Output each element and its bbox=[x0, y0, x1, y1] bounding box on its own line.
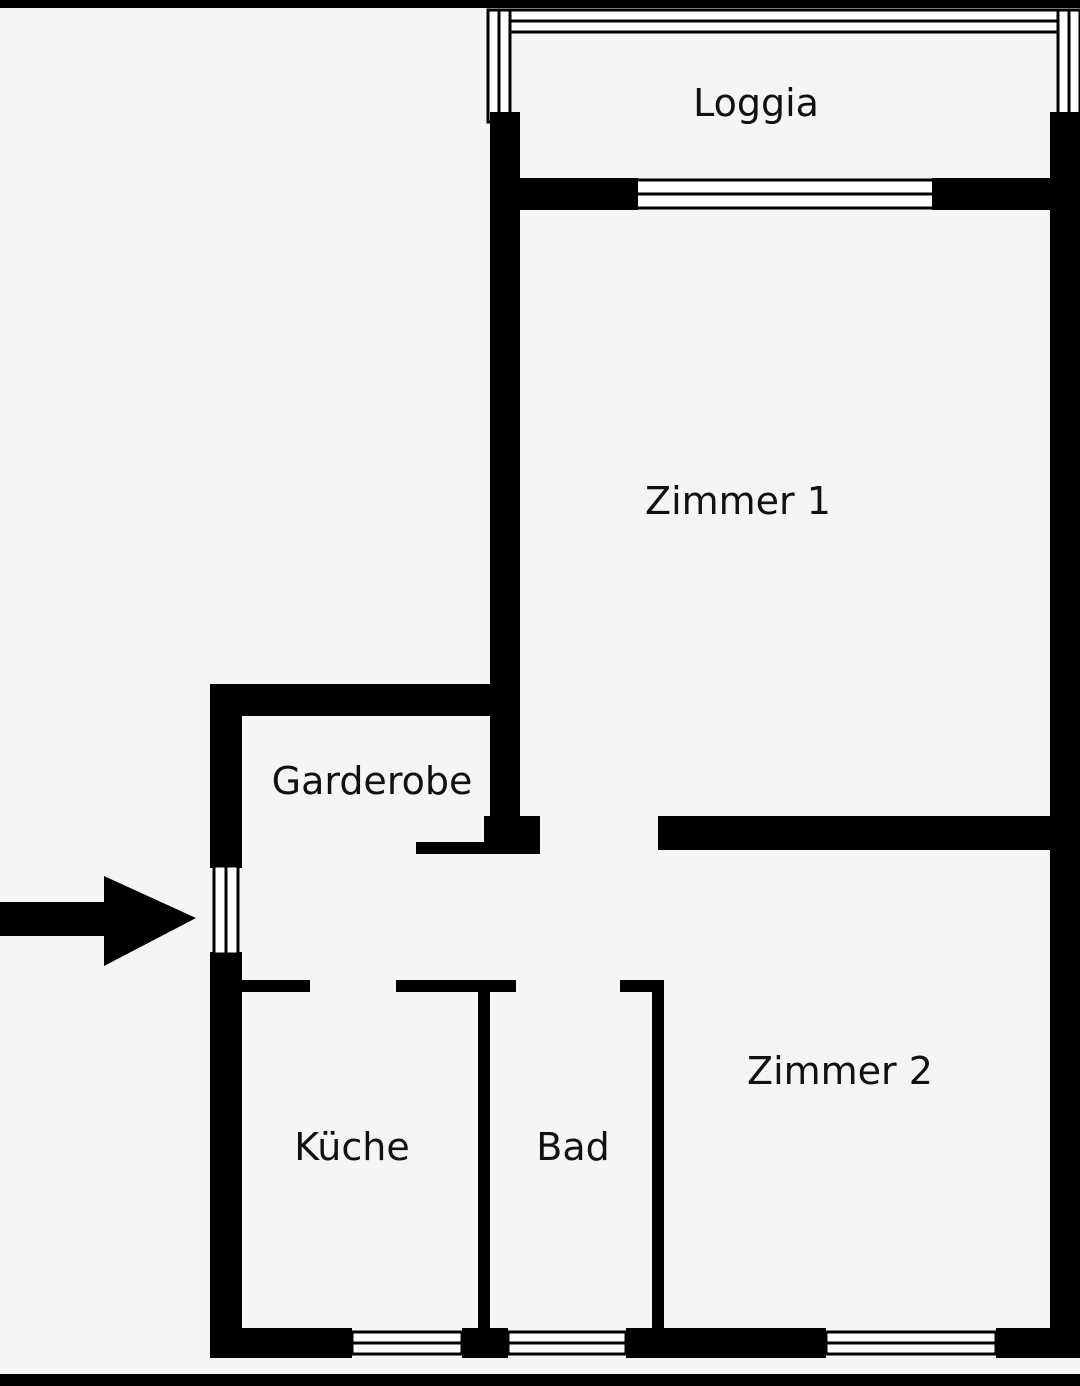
wall-stub bbox=[416, 842, 540, 854]
wall-left-lower bbox=[210, 952, 242, 1358]
room-label-bad: Bad bbox=[536, 1125, 609, 1169]
wall-right-outer bbox=[1050, 178, 1080, 1358]
wall-bad-top bbox=[620, 980, 662, 992]
floor-background bbox=[0, 8, 1080, 1374]
arrow-right-icon bbox=[0, 876, 196, 966]
wall-kueche-top-a bbox=[240, 980, 310, 992]
wall-bottom-a bbox=[210, 1328, 352, 1358]
room-label-loggia: Loggia bbox=[693, 81, 819, 125]
loggia-window bbox=[634, 178, 936, 210]
wall-zimmer1-left bbox=[490, 178, 520, 818]
wall-kueche-top-b bbox=[396, 980, 516, 992]
wall-garderobe-top bbox=[210, 684, 520, 716]
wall-zimmer1-bottom bbox=[658, 816, 1080, 850]
room-label-kueche: Küche bbox=[294, 1125, 409, 1169]
wall-bad-zimmer2 bbox=[652, 980, 664, 1330]
wall-bottom-b bbox=[462, 1328, 508, 1358]
wall-garderobe-left bbox=[210, 684, 242, 868]
wall-bottom-d bbox=[996, 1328, 1080, 1358]
entrance-door bbox=[212, 864, 240, 956]
room-label-garderobe: Garderobe bbox=[272, 759, 473, 803]
bottom-windows bbox=[350, 1330, 998, 1356]
walls bbox=[210, 112, 1080, 1358]
wall-kueche-bad bbox=[478, 990, 490, 1330]
room-label-zimmer1: Zimmer 1 bbox=[645, 479, 831, 523]
wall-bottom-c bbox=[626, 1328, 826, 1358]
room-label-zimmer2: Zimmer 2 bbox=[747, 1049, 933, 1093]
